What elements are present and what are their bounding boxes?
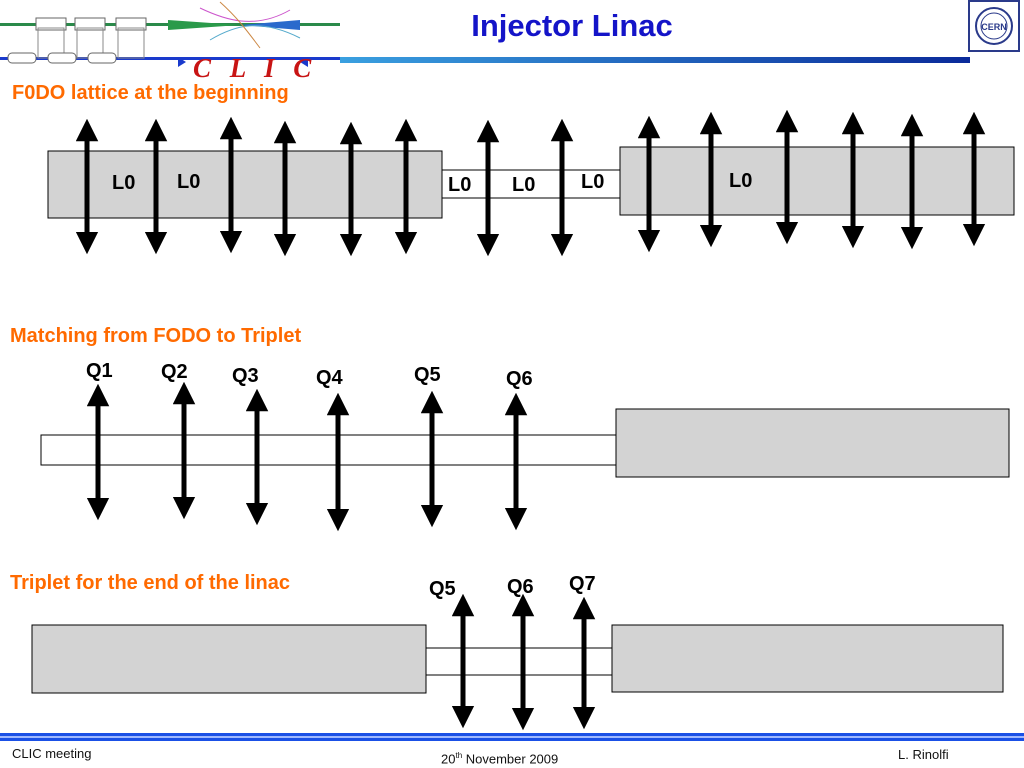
fodo-label: L0 [512,174,536,196]
quad-label: Q5 [414,364,441,386]
section-heading-matching: Matching from FODO to Triplet [10,325,302,347]
section-heading-fodo: F0DO lattice at the beginning [12,82,289,104]
fodo-label: L0 [581,171,605,193]
accelerating-structure [47,150,443,219]
quad-label: Q6 [507,576,534,598]
accelerating-structure [31,624,427,694]
fodo-label: L0 [448,174,472,196]
accelerating-structure [619,146,1015,216]
clic-logo-text: C L I C [193,53,318,83]
footer-meeting: CLIC meeting [12,746,92,761]
footer-author: L. Rinolfi [898,747,949,762]
page-title: Injector Linac [471,8,673,43]
footer-date: 20th November 2009 [441,751,559,767]
quad-label: Q3 [232,365,259,387]
fodo-quadrupoles [75,109,986,257]
drift-pipe [40,434,617,466]
quad-label: Q2 [161,361,188,383]
quad-label: Q6 [506,368,533,390]
quad-label: Q1 [86,360,113,382]
clic-logo [0,1,340,67]
matching-quadrupoles [86,381,528,532]
fodo-label: L0 [177,171,201,193]
quad-label: Q4 [316,367,343,389]
header-rule [340,57,970,63]
triplet-quadrupoles [451,593,596,731]
fodo-label: L0 [729,170,753,192]
quad-label: Q5 [429,578,456,600]
svg-text:CERN: CERN [981,22,1007,32]
fodo-lattice [47,146,1015,219]
accelerating-structure [611,624,1004,693]
triplet-section [31,624,1004,694]
cern-logo: CERN [968,0,1020,52]
quad-label: Q7 [569,573,596,595]
fodo-label: L0 [112,172,136,194]
section-heading-triplet: Triplet for the end of the linac [10,572,291,594]
accelerating-structure [615,408,1010,478]
